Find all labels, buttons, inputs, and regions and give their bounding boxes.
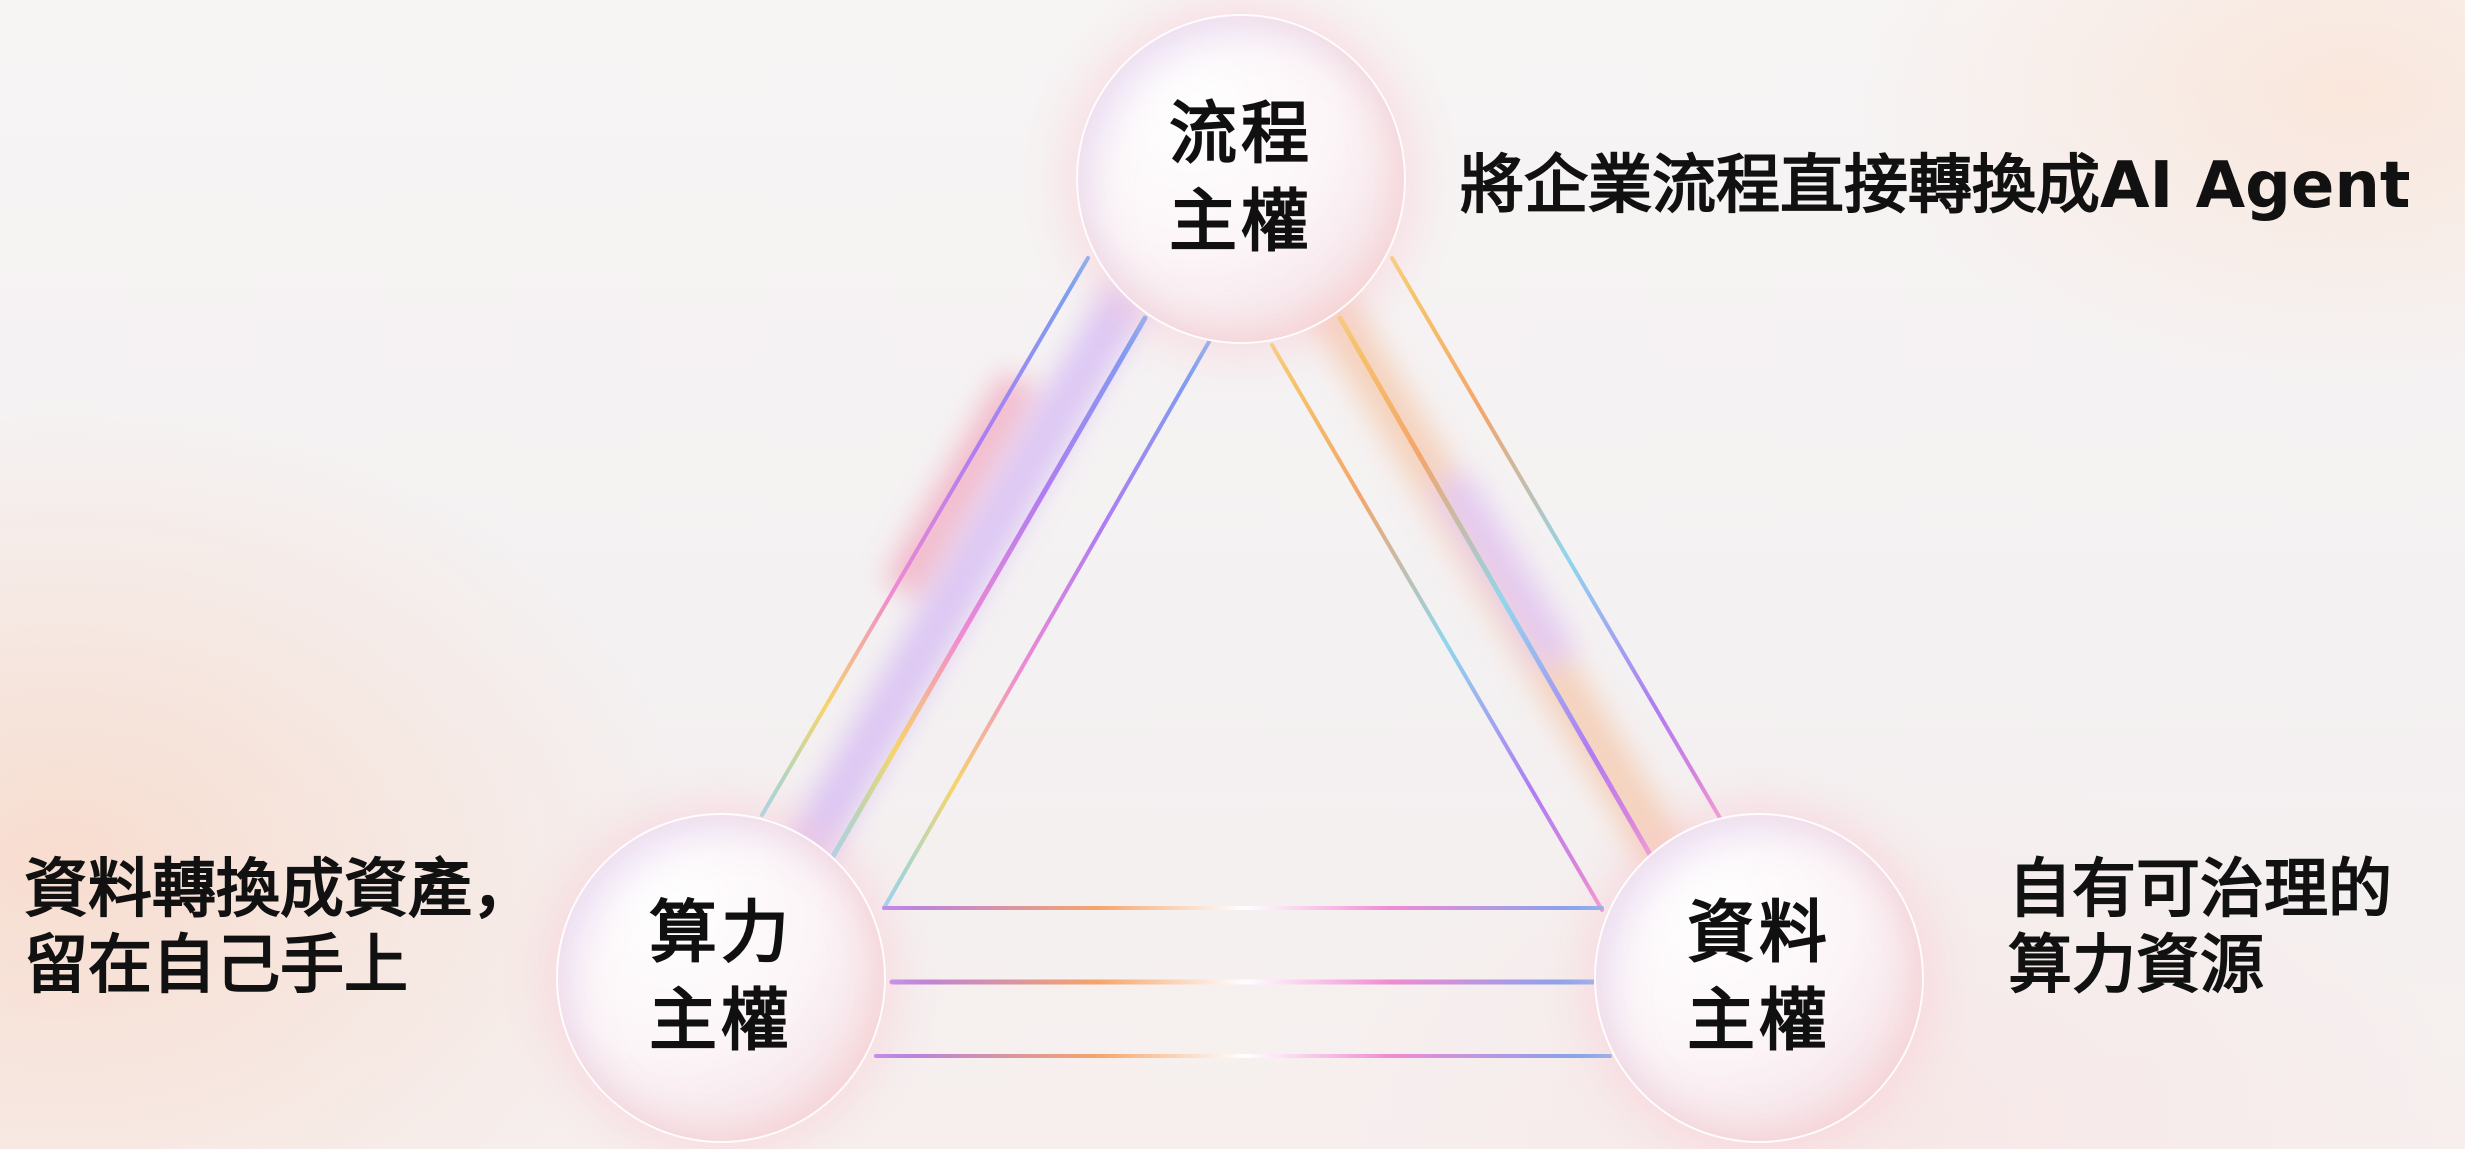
edge-left-line-middle	[829, 315, 1148, 861]
node-compute-line1: 算力	[648, 894, 793, 973]
caption-compute-line1: 資料轉換成資產，	[24, 853, 536, 927]
node-process-line2: 主權	[1168, 183, 1313, 262]
node-data-label: 資料 主權	[1687, 890, 1831, 1066]
node-compute-sovereignty: 算力 主權	[556, 813, 886, 1143]
node-compute-label: 算力 主權	[649, 890, 793, 1066]
caption-data-line1: 自有可治理的	[2008, 853, 2392, 927]
edge-right-process-data	[1270, 256, 1722, 912]
edge-right-line-inner	[1270, 343, 1604, 912]
caption-data-line2: 算力資源	[2008, 929, 2264, 1003]
caption-compute: 資料轉換成資產， 留在自己手上	[24, 852, 536, 1004]
node-data-line1: 資料	[1686, 894, 1831, 973]
caption-compute-line2: 留在自己手上	[24, 929, 408, 1003]
edge-right-line-outer	[1390, 256, 1722, 820]
node-data-sovereignty: 資料 主權	[1594, 813, 1924, 1143]
node-data-line2: 主權	[1686, 982, 1831, 1061]
caption-process-line1: 將企業流程直接轉換成AI Agent	[1460, 149, 2411, 223]
node-process-sovereignty: 流程 主權	[1076, 14, 1406, 344]
edge-glow-left	[770, 278, 1150, 892]
node-process-label: 流程 主權	[1169, 91, 1313, 267]
caption-process: 將企業流程直接轉換成AI Agent	[1460, 148, 2411, 224]
caption-data: 自有可治理的 算力資源	[2008, 852, 2392, 1004]
edge-bottom-compute-data	[874, 906, 1612, 1058]
edge-left-line-outer	[760, 256, 1090, 817]
edge-left-process-compute	[760, 256, 1212, 910]
node-compute-line2: 主權	[648, 982, 793, 1061]
edge-right-line-middle	[1337, 315, 1655, 861]
node-process-line1: 流程	[1168, 95, 1313, 174]
edge-left-line-inner	[882, 338, 1212, 910]
